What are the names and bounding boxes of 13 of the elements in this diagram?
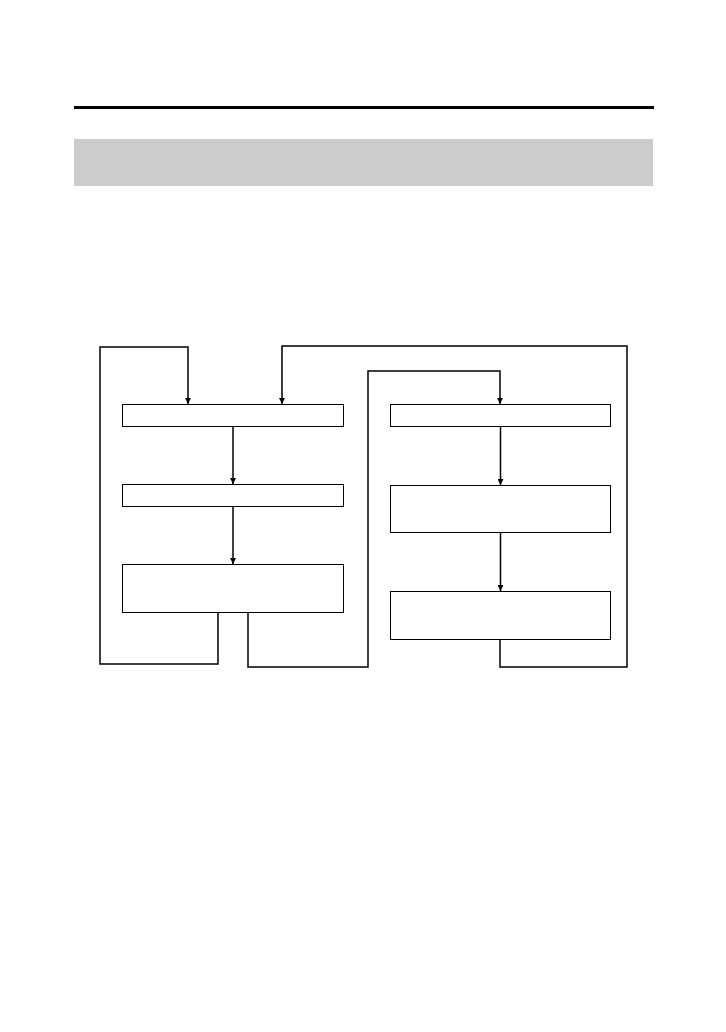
arrow xyxy=(99,346,219,665)
process-box xyxy=(122,484,344,507)
process-box xyxy=(390,404,611,427)
process-box xyxy=(122,564,344,613)
arrow xyxy=(279,345,628,668)
arrow xyxy=(230,426,236,485)
arrow xyxy=(497,532,504,592)
arrow xyxy=(247,370,503,668)
process-box xyxy=(122,404,344,427)
arrow xyxy=(230,506,236,565)
process-box xyxy=(390,591,611,640)
process-box xyxy=(390,485,611,533)
arrow xyxy=(497,426,504,486)
